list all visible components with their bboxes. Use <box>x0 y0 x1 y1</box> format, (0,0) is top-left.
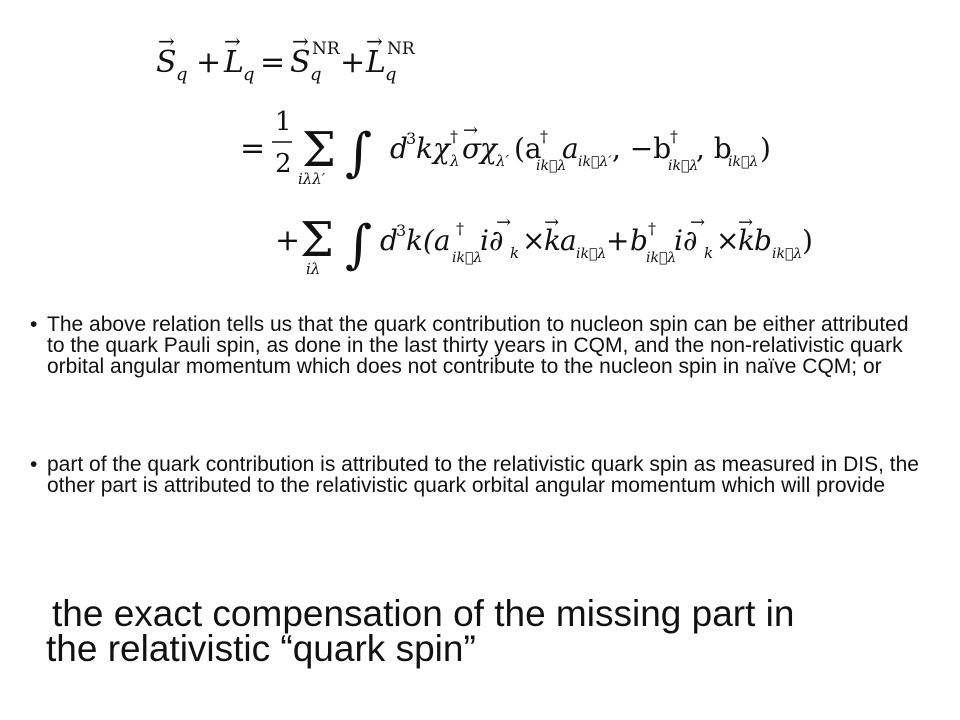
svg-text:q: q <box>243 64 255 85</box>
svg-text:†: † <box>670 127 678 146</box>
svg-text:→: → <box>496 212 511 233</box>
svg-text:∫: ∫ <box>345 215 372 275</box>
svg-text:q: q <box>385 64 397 85</box>
svg-text:Σ: Σ <box>300 212 334 268</box>
svg-text:kχ: kχ <box>416 132 452 165</box>
svg-text:k: k <box>704 244 713 262</box>
svg-text:χ: χ <box>478 132 499 165</box>
closing-statement: the exact compensation of the missing pa… <box>46 593 926 669</box>
svg-text:S: S <box>290 45 311 80</box>
svg-text:→: → <box>690 212 705 233</box>
svg-text:σ: σ <box>462 132 482 165</box>
svg-text:+: + <box>340 45 365 80</box>
svg-text:ik⃗λ: ik⃗λ <box>772 246 802 262</box>
svg-text:a: a <box>562 132 579 165</box>
svg-text:L: L <box>365 45 386 80</box>
svg-text:iλ: iλ <box>306 260 320 278</box>
svg-text:NR: NR <box>312 39 341 59</box>
svg-text:): ) <box>802 224 813 257</box>
svg-text:+: + <box>196 45 221 80</box>
equation-line-3: + Σ iλ ∫ d 3 k(a † ik⃗λ i∂ → k × k → a i… <box>275 212 813 278</box>
bullet-marker: • <box>30 313 38 336</box>
svg-text:d: d <box>380 224 398 257</box>
svg-text:∫: ∫ <box>345 123 372 183</box>
svg-text:NR: NR <box>387 39 416 59</box>
svg-text:→: → <box>224 30 241 53</box>
svg-text:iλλ′: iλλ′ <box>298 170 326 188</box>
svg-text:†: † <box>456 219 464 238</box>
svg-text:k: k <box>510 244 519 262</box>
svg-text:+: + <box>275 223 300 258</box>
svg-text:ik⃗λ: ik⃗λ <box>668 158 698 174</box>
svg-text:→: → <box>544 212 559 233</box>
equation-line-2: = 1 2 Σ iλλ′ ∫ d 3 kχ † λ σ → χ λ′ (a † … <box>240 107 771 188</box>
svg-text:†: † <box>450 127 458 146</box>
bullet-marker: • <box>30 453 38 476</box>
svg-text:=: = <box>240 131 265 166</box>
svg-text:k(a: k(a <box>406 224 451 257</box>
svg-text:→: → <box>366 30 383 53</box>
svg-text:k: k <box>738 224 755 257</box>
svg-text:Σ: Σ <box>302 122 336 178</box>
equation-line-1: S → q + L → q = S → q NR + L → q NR <box>156 30 416 85</box>
svg-text:ik⃗λ: ik⃗λ <box>646 250 676 266</box>
svg-text:ik⃗λ′: ik⃗λ′ <box>578 154 612 170</box>
svg-text:d: d <box>390 132 408 165</box>
svg-text:b: b <box>754 224 772 257</box>
svg-text:b: b <box>630 224 648 257</box>
svg-text:q: q <box>310 64 322 85</box>
closing-line-1: the exact compensation of the missing pa… <box>52 593 795 634</box>
svg-text:1: 1 <box>275 107 292 137</box>
svg-text:→: → <box>738 212 753 233</box>
svg-text:2: 2 <box>275 149 292 179</box>
svg-text:S: S <box>156 45 177 80</box>
svg-text:, b: , b <box>696 132 732 165</box>
svg-text:a: a <box>560 224 577 257</box>
svg-text:λ′: λ′ <box>495 152 510 170</box>
svg-text:+: + <box>606 224 629 257</box>
svg-text:→: → <box>463 120 478 141</box>
spin-decomposition-equation: S → q + L → q = S → q NR + L → q NR = <box>156 30 813 278</box>
svg-text:): ) <box>760 132 771 165</box>
svg-text:, −b: , −b <box>612 132 671 165</box>
svg-text:→: → <box>292 30 309 53</box>
svg-text:(a: (a <box>514 132 542 165</box>
svg-text:λ: λ <box>449 152 460 170</box>
svg-text:k: k <box>544 224 561 257</box>
svg-text:×: × <box>522 224 545 257</box>
svg-text:i∂: i∂ <box>674 224 697 257</box>
svg-text:q: q <box>176 64 188 85</box>
svg-text:ik⃗λ: ik⃗λ <box>536 158 566 174</box>
bullet-item: • part of the quark contribution is attr… <box>30 454 930 524</box>
svg-text:×: × <box>716 224 739 257</box>
svg-text:=: = <box>260 45 285 80</box>
svg-text:ik⃗λ: ik⃗λ <box>576 246 606 262</box>
svg-text:→: → <box>158 30 175 53</box>
svg-text:i∂: i∂ <box>480 224 503 257</box>
bullet-text: part of the quark contribution is attrib… <box>47 453 919 497</box>
closing-line-2: the relativistic “quark spin” <box>46 628 476 669</box>
svg-text:3: 3 <box>396 221 406 240</box>
svg-text:†: † <box>648 219 656 238</box>
svg-text:†: † <box>540 127 548 146</box>
svg-text:ik⃗λ: ik⃗λ <box>728 154 758 170</box>
svg-text:ik⃗λ: ik⃗λ <box>452 250 482 266</box>
bullet-text: The above relation tells us that the qua… <box>47 313 909 378</box>
svg-text:3: 3 <box>406 129 416 148</box>
bullet-item: • The above relation tells us that the q… <box>30 314 930 404</box>
svg-text:L: L <box>223 45 244 80</box>
